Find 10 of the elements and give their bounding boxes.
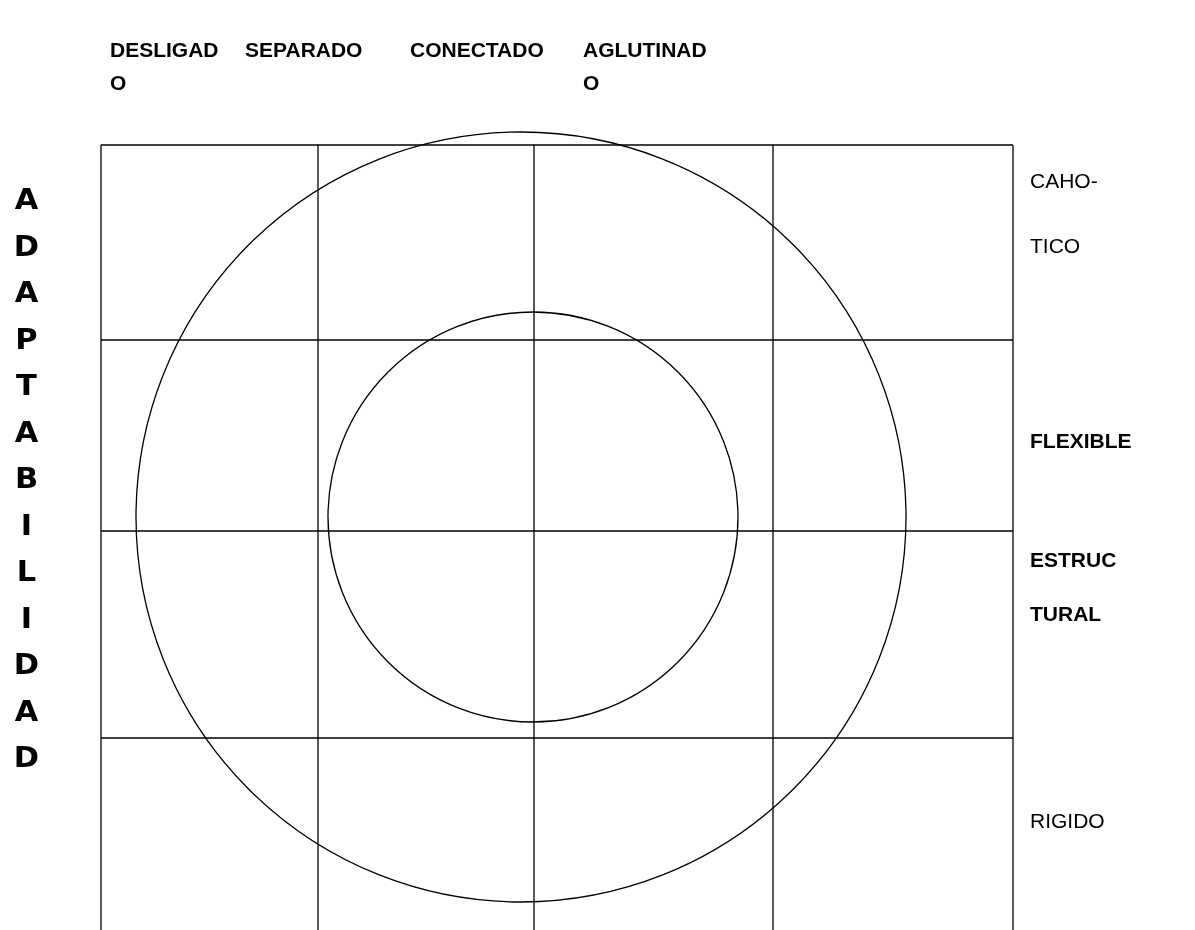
row-label: CAHO-TICO [1030,168,1099,259]
outer-circle [135,131,907,903]
column-header: CONECTADO [410,37,545,63]
row-label: FLEXIBLE [1030,428,1133,454]
axis-title: ADAPTABILIDAD [12,181,41,776]
column-header: SEPARADO [245,37,364,63]
row-label: ESTRUCTURAL [1030,547,1118,627]
column-header: DESLIGADO [110,37,220,96]
row-label: RIGIDO [1030,808,1106,834]
column-header: AGLUTINADO [583,37,708,96]
